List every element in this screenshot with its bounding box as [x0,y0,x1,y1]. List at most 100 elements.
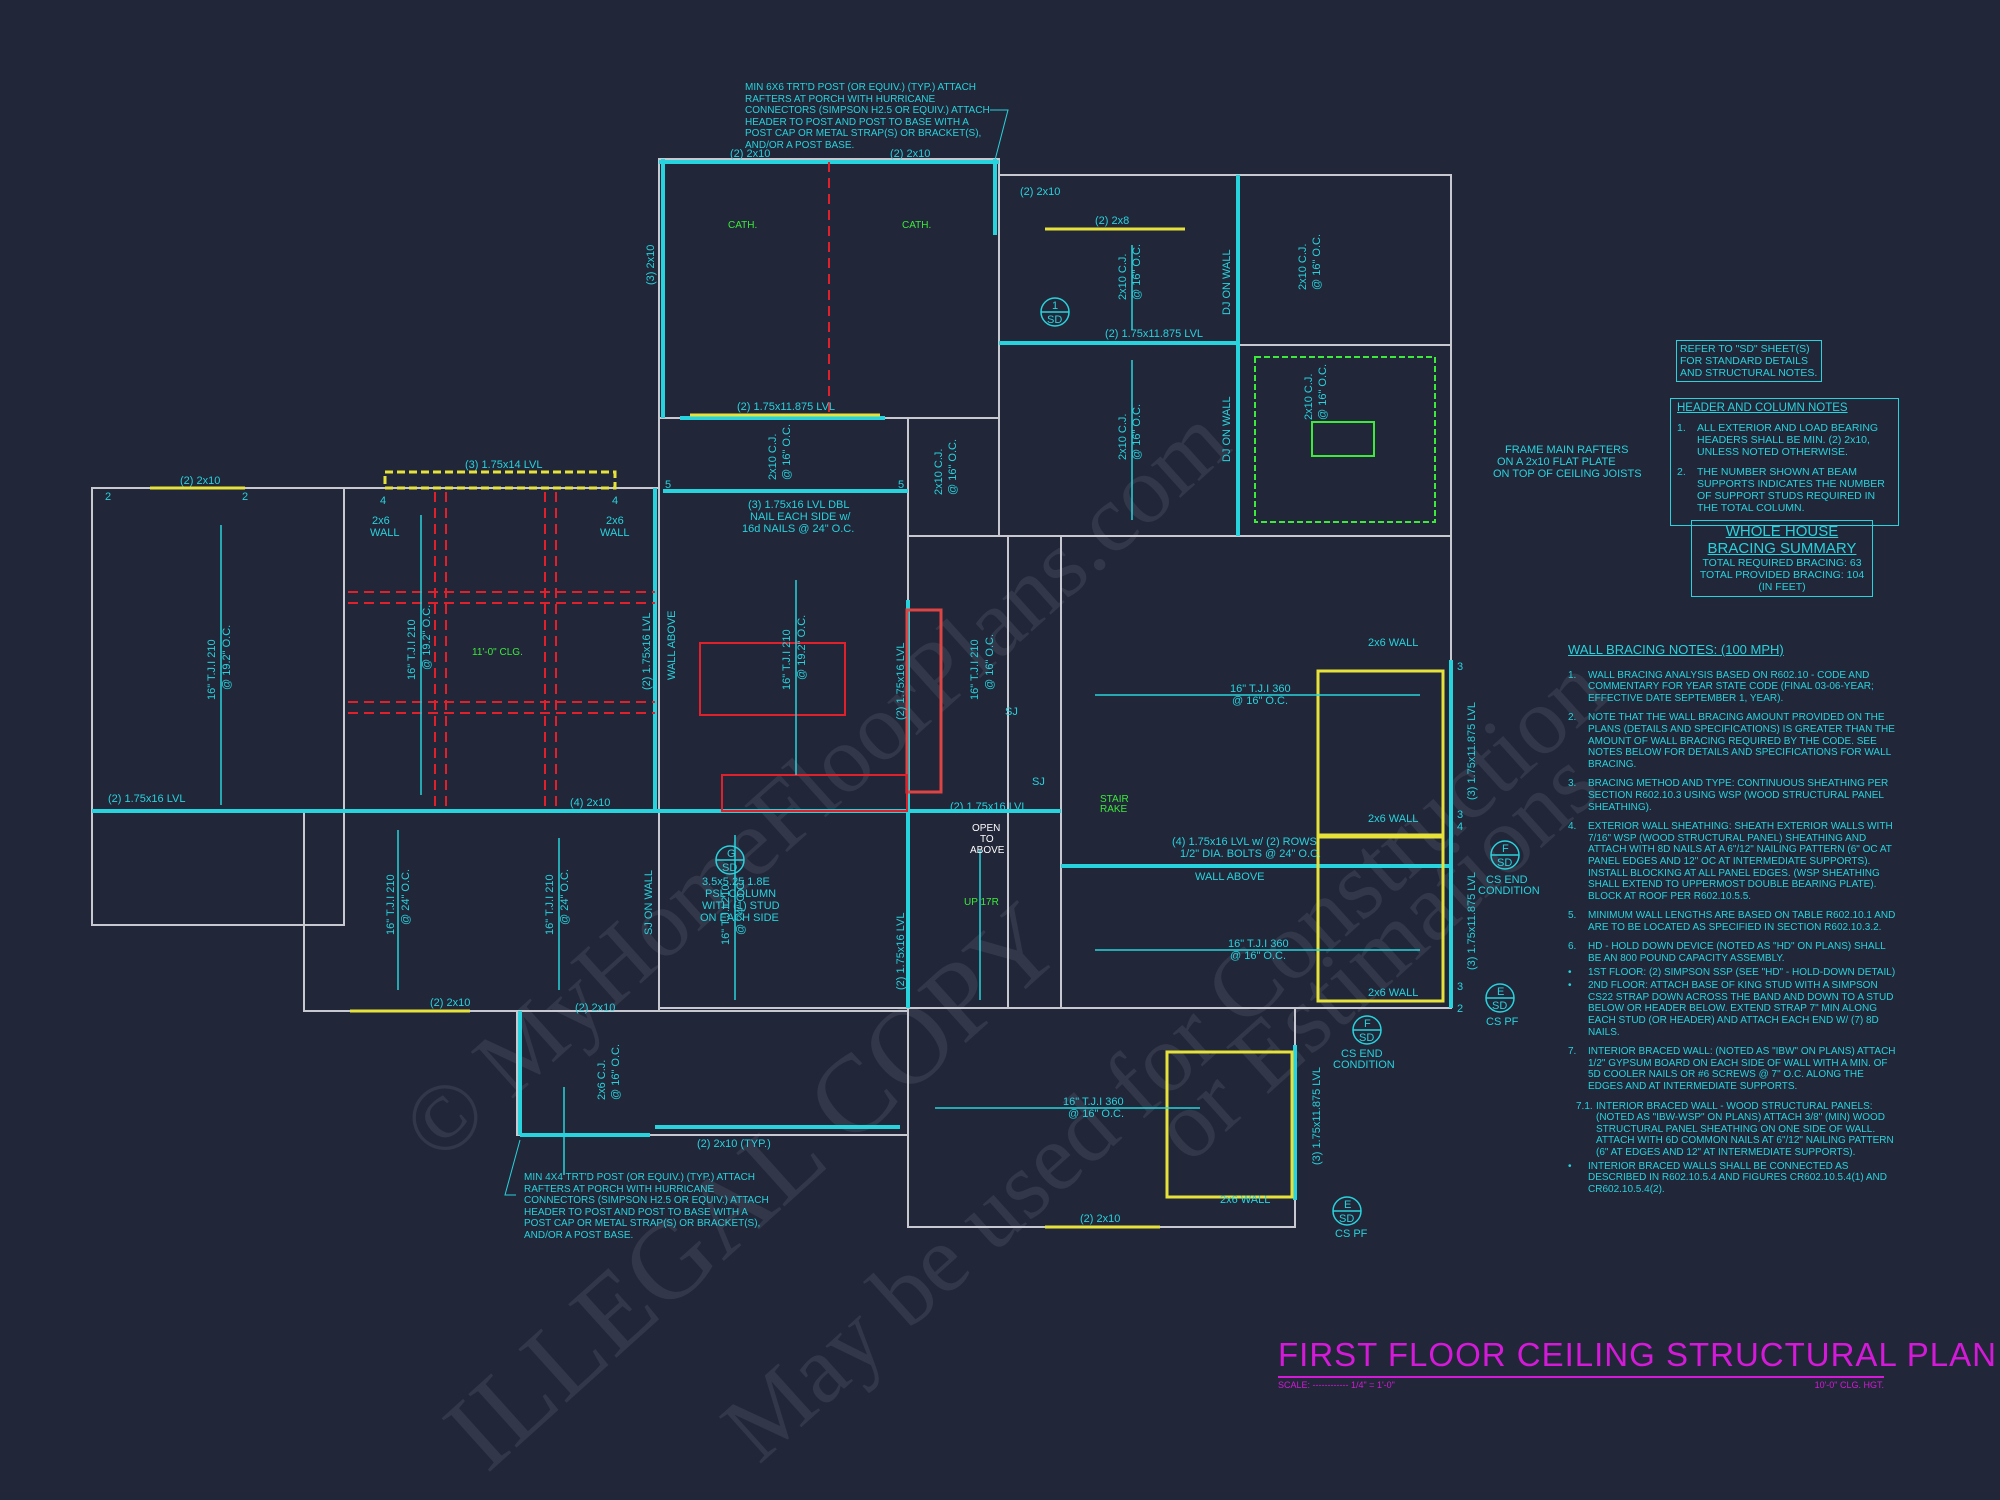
wall-bracing-note: •2ND FLOOR: ATTACH BASE OF KING STUD WIT… [1568,980,1898,1038]
stud-count: 3 [1457,809,1463,821]
note-number: 1. [1568,669,1577,681]
stud-count: 5 [665,479,671,491]
note-number: 2. [1568,712,1577,724]
stair-rake-label: RAKE [1100,804,1128,815]
joist-label: 16" T.J.I 360 [1228,938,1289,950]
stud-count: 4 [612,495,618,507]
beam-label: NAIL EACH SIDE w/ [750,511,851,523]
hidden-lines [348,162,830,807]
summary-title: BRACING SUMMARY [1707,540,1857,557]
joist-label: @ 16" O.C. [947,439,959,495]
beam-label: (2) 1.75x16 LVL [950,801,1027,813]
joist-label: @ 24" O.C. [400,869,412,925]
sj-label: SJ [1032,776,1045,788]
joist-label: 16" T.J.I 210 [406,619,418,680]
note-number: • [1568,1160,1572,1172]
note-number: 1. [1677,422,1686,434]
detail-sheet: SD [1339,1213,1354,1225]
beam-label: (2) 1.75x16 LVL [641,613,653,690]
sheet-title: FIRST FLOOR CEILING STRUCTURAL PLAN [1278,1336,1997,1373]
detail-sheet: SD [1497,857,1512,869]
beam-label: (4) 1.75x16 LVL w/ (2) ROWS [1172,836,1317,848]
stud-count: 3 [1457,981,1463,993]
wall-label: 2x6 WALL [1368,987,1418,999]
cath-label: CATH. [728,220,757,231]
wall-bracing-note: 7.INTERIOR BRACED WALL: (NOTED AS "IBW" … [1568,1046,1898,1092]
refer-sd-box: REFER TO "SD" SHEET(S) FOR STANDARD DETA… [1676,340,1822,382]
stud-count: 4 [1457,821,1463,833]
sj-label: SJ ON WALL [643,870,655,935]
detail-note: CONDITION [1333,1059,1395,1071]
header-column-notes: HEADER AND COLUMN NOTES 1.ALL EXTERIOR A… [1670,398,1899,526]
wall-label: 2x6 [372,515,390,527]
joist-label: 2x10 C.J. [1117,254,1129,300]
wall-label: 2x6 WALL [1220,1194,1270,1206]
wall-bracing-title: WALL BRACING NOTES: (100 MPH) [1568,642,1784,657]
stud-count: 2 [242,491,248,503]
header-label: (2) 2x10 [575,1002,615,1014]
joist-label: @ 19.2" O.C. [421,605,433,670]
ceiling-height: 10'-0" CLG. HGT. [1814,1380,1884,1390]
detail-number: E [1344,1199,1351,1211]
detail-number: 1 [1052,300,1058,312]
beam-label: 1/2" DIA. BOLTS @ 24" O.C. [1180,848,1321,860]
joist-label: 16" T.J.I 210 [544,874,556,935]
joist-label: 16" T.J.I 360 [1063,1096,1124,1108]
stud-count: 4 [380,495,386,507]
note-text: 1ST FLOOR: (2) SIMPSON SSP (SEE "HD" - H… [1588,966,1896,978]
detail-sheet: SD [722,862,737,874]
stud-count: 2 [1457,1003,1463,1015]
wall-label: WALL [600,527,630,539]
note-text: INTERIOR BRACED WALLS SHALL BE CONNECTED… [1588,1160,1888,1195]
dj-label: DJ ON WALL [1221,396,1233,462]
open-above-label: ABOVE [970,845,1005,856]
joist-label: @ 19.2" O.C. [221,625,233,690]
psl-note: PSL COLUMN [705,888,776,900]
joist-label: 2x10 C.J. [1297,244,1309,290]
headers [150,227,1445,1229]
note-text: HD - HOLD DOWN DEVICE (NOTED AS "HD" ON … [1588,941,1886,965]
joist-label: 16" T.J.I 210 [781,629,793,690]
wall-bracing-list: 1.WALL BRACING ANALYSIS BASED ON R602.10… [1568,670,1898,1196]
detail-number: F [1364,1018,1371,1030]
title-scale-line: SCALE: ------------ 1/4" = 1'-0" 10'-0" … [1278,1376,1884,1390]
open-above-label: OPEN [972,823,1000,834]
note-text: INTERIOR BRACED WALL - WOOD STRUCTURAL P… [1596,1100,1894,1158]
note-text: ALL EXTERIOR AND LOAD BEARING HEADERS SH… [1697,422,1879,458]
beam-label: 16d NAILS @ 24" O.C. [742,523,854,535]
joist-label: 2x10 C.J. [1117,414,1129,460]
porch-note-bottom: MIN 4X4 TRT'D POST (OR EQUIV.) (TYP.) AT… [524,1172,769,1241]
summary-title: WHOLE HOUSE [1725,523,1839,540]
note-text: INTERIOR BRACED WALL: (NOTED AS "IBW" ON… [1588,1046,1896,1092]
joist-label: 2x10 C.J. [767,434,779,480]
detail-sheet: SD [1047,314,1062,326]
beam-label: (4) 2x10 [570,797,610,809]
detail-note: CS PF [1335,1228,1368,1240]
rafter-note: ON TOP OF CEILING JOISTS [1493,468,1642,480]
note-text: MINIMUM WALL LENGTHS ARE BASED ON TABLE … [1588,910,1896,933]
rafter-note: FRAME MAIN RAFTERS [1505,444,1628,456]
note-number: 5. [1568,910,1577,922]
cath-label: CATH. [902,220,931,231]
note-text: BRACING METHOD AND TYPE: CONTINUOUS SHEA… [1588,778,1889,813]
beam-label: (2) 1.75x16 LVL [108,793,185,805]
ceiling-outlines [1254,356,1436,523]
joist-label: 2x6 C.J. [596,1060,608,1100]
wall-label: 2x6 WALL [1368,637,1418,649]
beam-label: WALL ABOVE [666,611,678,681]
wall-label: WALL [370,527,400,539]
joist-label: @ 24" O.C. [735,879,747,935]
bracing-unit: (IN FEET) [1758,581,1806,593]
wall-bracing-note: 7.1.INTERIOR BRACED WALL - WOOD STRUCTUR… [1568,1101,1898,1159]
joist-label: @ 19.2" O.C. [796,615,808,680]
kitchen-island [699,642,908,812]
detail-sheet: SD [1359,1032,1374,1044]
note-number: 7.1. [1576,1100,1593,1112]
stud-count: 3 [1457,661,1463,673]
note-text: 2ND FLOOR: ATTACH BASE OF KING STUD WITH… [1588,980,1894,1038]
header-label: (2) 2x10 [180,475,220,487]
header-note: 2.THE NUMBER SHOWN AT BEAM SUPPORTS INDI… [1677,466,1892,514]
ceiling-height-label: 11'-0" CLG. [472,647,523,658]
detail-callouts [715,297,1520,1226]
